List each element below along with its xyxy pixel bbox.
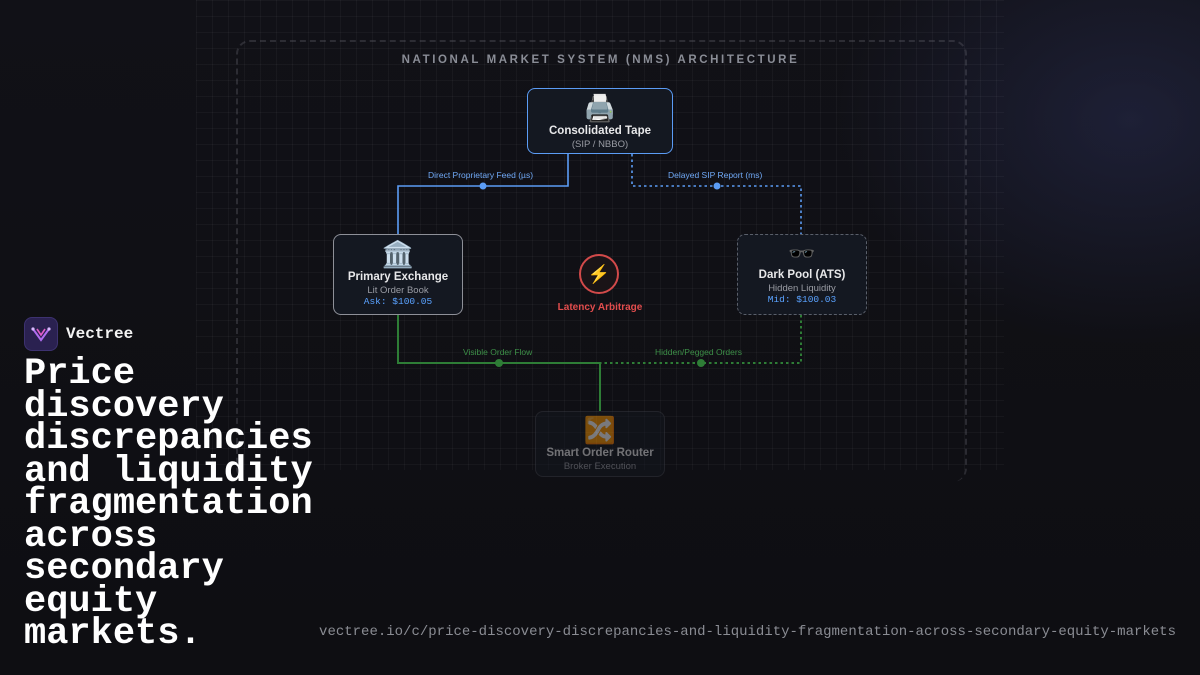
visible-flow-dot <box>495 359 503 367</box>
node-title: Smart Order Router <box>546 447 654 459</box>
shuffle-icon: 🔀 <box>583 415 617 445</box>
hidden-orders-line <box>600 315 802 364</box>
diagram-title: NATIONAL MARKET SYSTEM (NMS) ARCHITECTUR… <box>401 54 800 66</box>
delayed-sip-label: Delayed SIP Report (ms) <box>668 170 763 180</box>
node-title: Consolidated Tape <box>548 125 652 137</box>
brand: Vectree <box>24 317 133 351</box>
direct-feed-dot <box>479 182 487 190</box>
direct-feed-label: Direct Proprietary Feed (µs) <box>428 170 534 180</box>
direct-feed-line <box>397 154 569 234</box>
node-title: Primary Exchange <box>347 271 449 283</box>
lightning-icon: ⚡ <box>579 254 619 294</box>
delayed-sip-dot <box>713 182 721 190</box>
bank-building-icon: 🏛️ <box>381 239 415 269</box>
printer-icon: 🖨️ <box>583 93 617 123</box>
hidden-orders-dot <box>697 359 705 367</box>
mid-price: Mid: $100.03 <box>767 294 837 305</box>
delayed-sip-line <box>631 154 802 234</box>
page-url: vectree.io/c/price-discovery-discrepanci… <box>319 624 1176 640</box>
node-subtitle: Hidden Liquidity <box>768 283 836 294</box>
consolidated-tape-node: 🖨️ Consolidated Tape (SIP / NBBO) <box>527 88 673 154</box>
ask-price: Ask: $100.05 <box>363 296 433 307</box>
primary-exchange-node: 🏛️ Primary Exchange Lit Order Book Ask: … <box>333 234 463 315</box>
sunglasses-icon: 🕶️ <box>788 241 816 266</box>
latency-arbitrage-label: Latency Arbitrage <box>557 302 643 313</box>
smart-order-router-node: 🔀 Smart Order Router Broker Execution <box>535 411 665 477</box>
node-title: Dark Pool (ATS) <box>758 269 846 281</box>
dark-pool-node: 🕶️ Dark Pool (ATS) Hidden Liquidity Mid:… <box>737 234 867 315</box>
headline: Price discovery discrepancies and liquid… <box>24 353 313 655</box>
visible-flow-label: Visible Order Flow <box>463 347 533 357</box>
diagram-frame <box>236 40 967 482</box>
node-subtitle: Lit Order Book <box>367 285 429 296</box>
brand-name: Vectree <box>66 325 134 343</box>
vectree-logo-icon <box>24 317 58 351</box>
node-subtitle: Broker Execution <box>563 461 637 472</box>
hidden-orders-label: Hidden/Pegged Orders <box>655 347 742 357</box>
node-subtitle: (SIP / NBBO) <box>571 139 629 150</box>
